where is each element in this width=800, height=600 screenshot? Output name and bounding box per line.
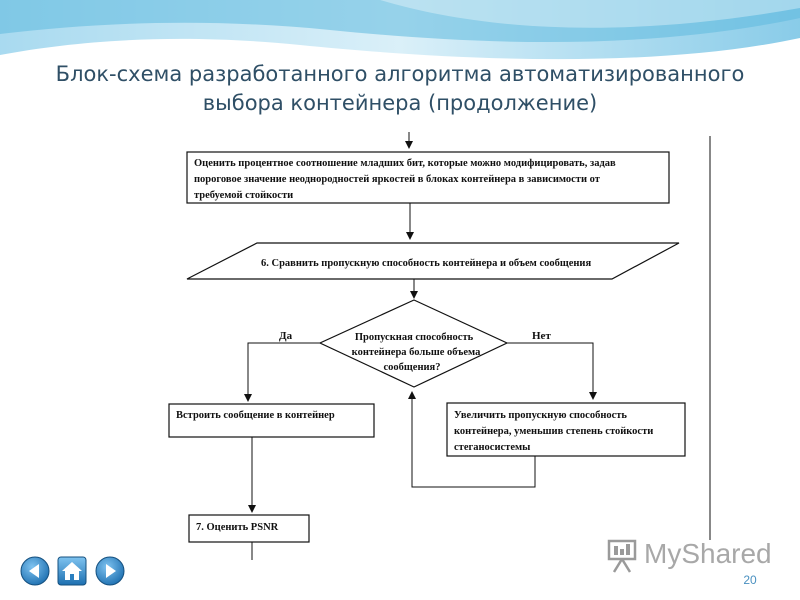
- box-increase-capacity: Увеличить пропускную способность контейн…: [447, 403, 685, 456]
- increase-line3: стеганосистемы: [454, 442, 530, 453]
- arrow-right-icon: [95, 556, 125, 586]
- io-text: 6. Сравнить пропускную способность конте…: [261, 258, 591, 269]
- no-label: Нет: [532, 330, 551, 342]
- watermark: MyShared: [606, 535, 776, 575]
- increase-line2: контейнера, уменьшив степень стойкости: [454, 426, 653, 437]
- box-estimate-psnr: 7. Оценить PSNR: [189, 515, 309, 542]
- box1-line1: Оценить процентное соотношение младших б…: [194, 158, 616, 169]
- decision-line2: контейнера больше объема: [352, 347, 481, 358]
- forward-button[interactable]: [95, 556, 125, 586]
- io-compare-capacity: 6. Сравнить пропускную способность конте…: [187, 243, 679, 279]
- page-number: 20: [730, 573, 770, 587]
- box-estimate-lsb: Оценить процентное соотношение младших б…: [187, 152, 669, 203]
- home-button[interactable]: [57, 556, 87, 586]
- arrow-left-icon: [20, 556, 50, 586]
- decision-line3: сообщения?: [384, 362, 441, 373]
- back-button[interactable]: [20, 556, 50, 586]
- psnr-text: 7. Оценить PSNR: [196, 522, 279, 533]
- box1-line3: требуемой стойкости: [194, 190, 293, 201]
- presentation-board-icon: [606, 537, 640, 575]
- box1-line2: пороговое значение неоднородностей яркос…: [194, 174, 601, 185]
- home-icon: [57, 556, 87, 586]
- yes-label: Да: [279, 330, 293, 342]
- decision-line1: Пропускная способность: [355, 332, 474, 343]
- watermark-text: MyShared: [644, 538, 772, 570]
- box-embed-message: Встроить сообщение в контейнер: [169, 404, 374, 437]
- increase-line1: Увеличить пропускную способность: [454, 410, 627, 421]
- embed-text: Встроить сообщение в контейнер: [176, 410, 335, 421]
